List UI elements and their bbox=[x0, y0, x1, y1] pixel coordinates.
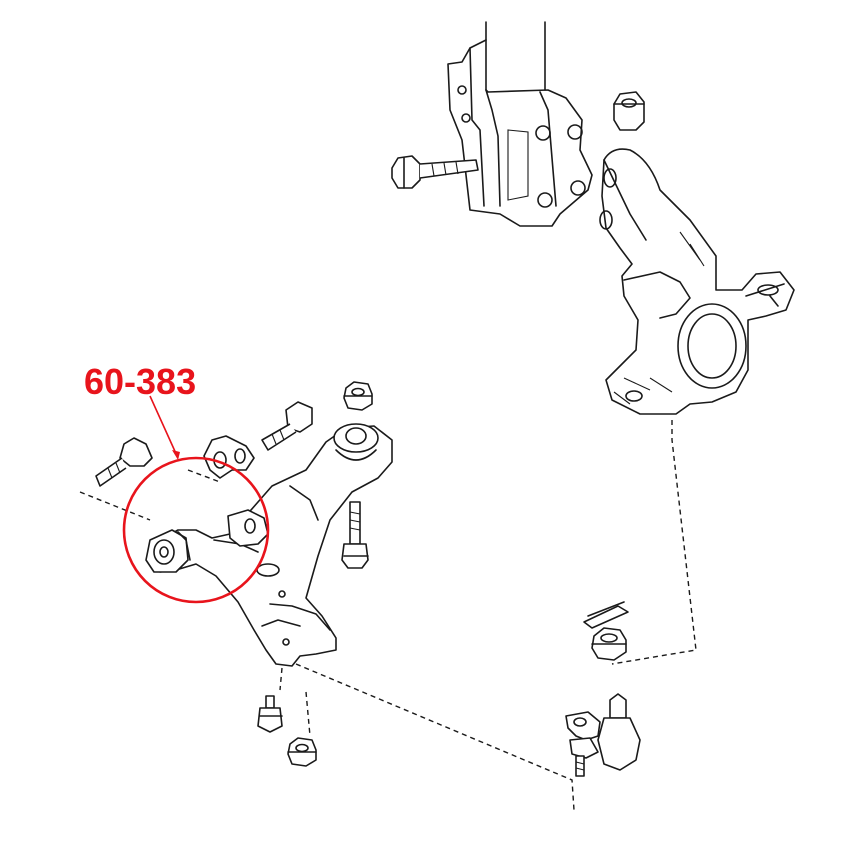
bolt-guide-upper bbox=[187, 469, 221, 483]
bolt-guide-left bbox=[79, 491, 151, 521]
ball-joint bbox=[565, 693, 641, 777]
bushing-clamp bbox=[203, 435, 255, 479]
knuckle-balljoint-guide bbox=[611, 420, 697, 665]
castle-nut bbox=[591, 627, 627, 661]
arm-balljoint-guide bbox=[295, 663, 575, 811]
lower-bolt bbox=[257, 695, 283, 733]
strut-bolt bbox=[391, 155, 479, 189]
bolt-upper bbox=[261, 401, 313, 451]
strut-nut bbox=[613, 91, 645, 131]
steering-knuckle bbox=[599, 148, 795, 415]
callout-leader-line bbox=[149, 395, 179, 459]
callout-highlight bbox=[122, 395, 270, 604]
bolt-left bbox=[95, 437, 153, 487]
callout-circle bbox=[122, 456, 270, 604]
lower-nut bbox=[287, 737, 317, 767]
callout-arrowhead bbox=[172, 450, 180, 460]
lower-control-arm bbox=[145, 423, 393, 667]
upper-nut bbox=[343, 381, 373, 411]
strut-bracket bbox=[447, 21, 593, 227]
cotter-pin bbox=[583, 601, 629, 629]
lower-bolt-guide bbox=[279, 667, 311, 737]
ball-joint-stud-bolt bbox=[341, 501, 369, 569]
part-number-label: 60-383 bbox=[84, 361, 197, 402]
